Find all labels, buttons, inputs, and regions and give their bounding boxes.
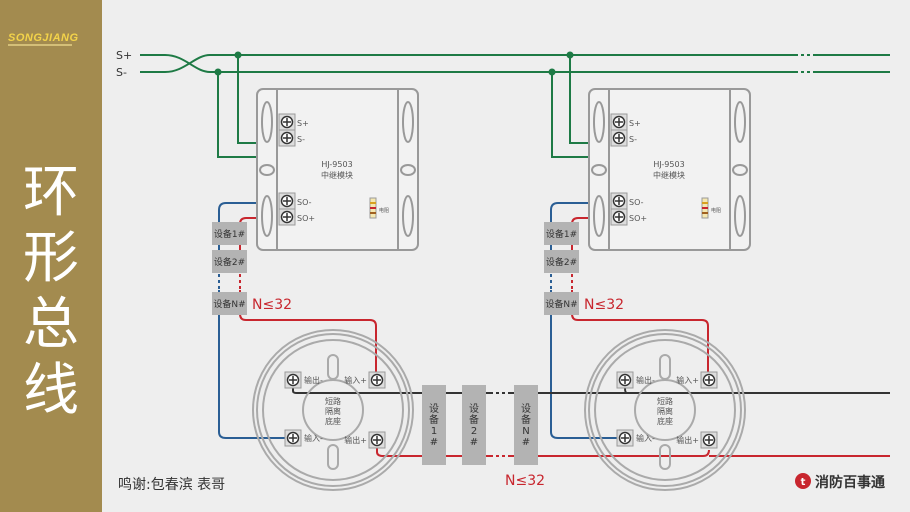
device-1: 设备1# — [212, 222, 247, 245]
terminal-so-plus — [278, 208, 296, 226]
terminal-s-plus — [610, 113, 628, 131]
module-model: HJ-9503 — [321, 160, 352, 169]
terminal-in-plus — [368, 371, 386, 389]
svg-text:1: 1 — [431, 426, 437, 437]
bus-label-s-plus: S+ — [116, 49, 132, 62]
footer-brand: 消防百事通 — [815, 474, 885, 491]
terminal-out-minus — [284, 371, 302, 389]
svg-text:SO-: SO- — [629, 198, 644, 207]
svg-text:N: N — [522, 426, 529, 437]
device-n: 设备N# — [212, 292, 247, 315]
svg-text:备: 备 — [521, 413, 531, 426]
svg-text:输入+: 输入+ — [676, 375, 699, 385]
svg-text:备: 备 — [429, 413, 439, 426]
resistor-icon — [701, 197, 709, 219]
page-title: 环形总线 — [23, 160, 79, 423]
device-1: 设备1# — [544, 222, 579, 245]
svg-text:#: # — [470, 437, 478, 448]
device-2: 设备2# — [544, 250, 579, 273]
limit-label-right: N≤32 — [584, 297, 624, 313]
device-n: 设备N# — [544, 292, 579, 315]
svg-text:t: t — [801, 477, 806, 488]
svg-text:设备2#: 设备2# — [546, 256, 577, 268]
svg-text:设备1#: 设备1# — [546, 228, 577, 240]
svg-text:设备2#: 设备2# — [214, 256, 245, 268]
terminal-in-minus — [616, 429, 634, 447]
resistor-icon — [369, 197, 377, 219]
svg-text:S-: S- — [297, 135, 305, 144]
svg-text:S+: S+ — [297, 119, 309, 128]
svg-text:输出+: 输出+ — [676, 435, 699, 445]
terminal-s-minus — [610, 129, 628, 147]
svg-text:输入-: 输入- — [636, 433, 655, 443]
resistor-label: 电阻 — [379, 207, 389, 214]
device-2-vertical: 设备2# — [462, 385, 486, 465]
brand-icon — [795, 473, 811, 489]
svg-text:设备1#: 设备1# — [214, 228, 245, 240]
brand-logo: SONGJIANG — [8, 32, 79, 44]
bus-s-minus — [140, 54, 890, 73]
terminal-out-minus — [616, 371, 634, 389]
footer-logo: t 消防百事通 — [795, 473, 885, 491]
terminal-so-plus — [610, 208, 628, 226]
svg-text:输出+: 输出+ — [344, 435, 367, 445]
terminal-in-minus — [284, 429, 302, 447]
device-1-vertical: 设备1# — [422, 385, 446, 465]
bus-label-s-minus: S- — [116, 66, 127, 79]
device-2: 设备2# — [212, 250, 247, 273]
svg-text:底座: 底座 — [657, 416, 673, 426]
svg-text:#: # — [430, 437, 438, 448]
svg-text:设备N#: 设备N# — [213, 298, 245, 310]
sidebar: SONGJIANG 环形总线 — [0, 0, 102, 512]
svg-text:S+: S+ — [629, 119, 641, 128]
device-n-vertical: 设备N# — [514, 385, 538, 465]
svg-text:设备N#: 设备N# — [545, 298, 577, 310]
svg-text:设: 设 — [521, 403, 531, 415]
svg-text:SO+: SO+ — [297, 214, 315, 223]
svg-text:输入-: 输入- — [304, 433, 323, 443]
terminal-out-plus — [368, 431, 386, 449]
resistor-label: 电阻 — [711, 207, 721, 214]
module-model: HJ-9503 — [653, 160, 684, 169]
svg-text:设: 设 — [429, 403, 439, 415]
brand-underline — [8, 44, 72, 46]
terminal-so-minus — [278, 192, 296, 210]
svg-text:S-: S- — [629, 135, 637, 144]
module-name: 中继模块 — [653, 170, 685, 180]
svg-text:SO+: SO+ — [629, 214, 647, 223]
terminal-in-plus — [700, 371, 718, 389]
module-name: 中继模块 — [321, 170, 353, 180]
svg-text:#: # — [522, 437, 530, 448]
svg-text:短路: 短路 — [325, 396, 341, 406]
svg-text:2: 2 — [471, 426, 477, 437]
svg-text:备: 备 — [469, 413, 479, 426]
limit-label-bottom: N≤32 — [505, 473, 545, 489]
terminal-s-plus — [278, 113, 296, 131]
terminal-out-plus — [700, 431, 718, 449]
svg-text:设: 设 — [469, 403, 479, 415]
limit-label-left: N≤32 — [252, 297, 292, 313]
svg-text:底座: 底座 — [325, 416, 341, 426]
svg-text:输出-: 输出- — [304, 375, 323, 385]
svg-text:输入+: 输入+ — [344, 375, 367, 385]
svg-text:SO-: SO- — [297, 198, 312, 207]
credit-text: 鸣谢:包春滨 表哥 — [118, 476, 225, 493]
svg-text:输出-: 输出- — [636, 375, 655, 385]
terminal-so-minus — [610, 192, 628, 210]
svg-text:隔离: 隔离 — [325, 406, 341, 416]
svg-text:隔离: 隔离 — [657, 406, 673, 416]
terminal-s-minus — [278, 129, 296, 147]
svg-text:短路: 短路 — [657, 396, 673, 406]
